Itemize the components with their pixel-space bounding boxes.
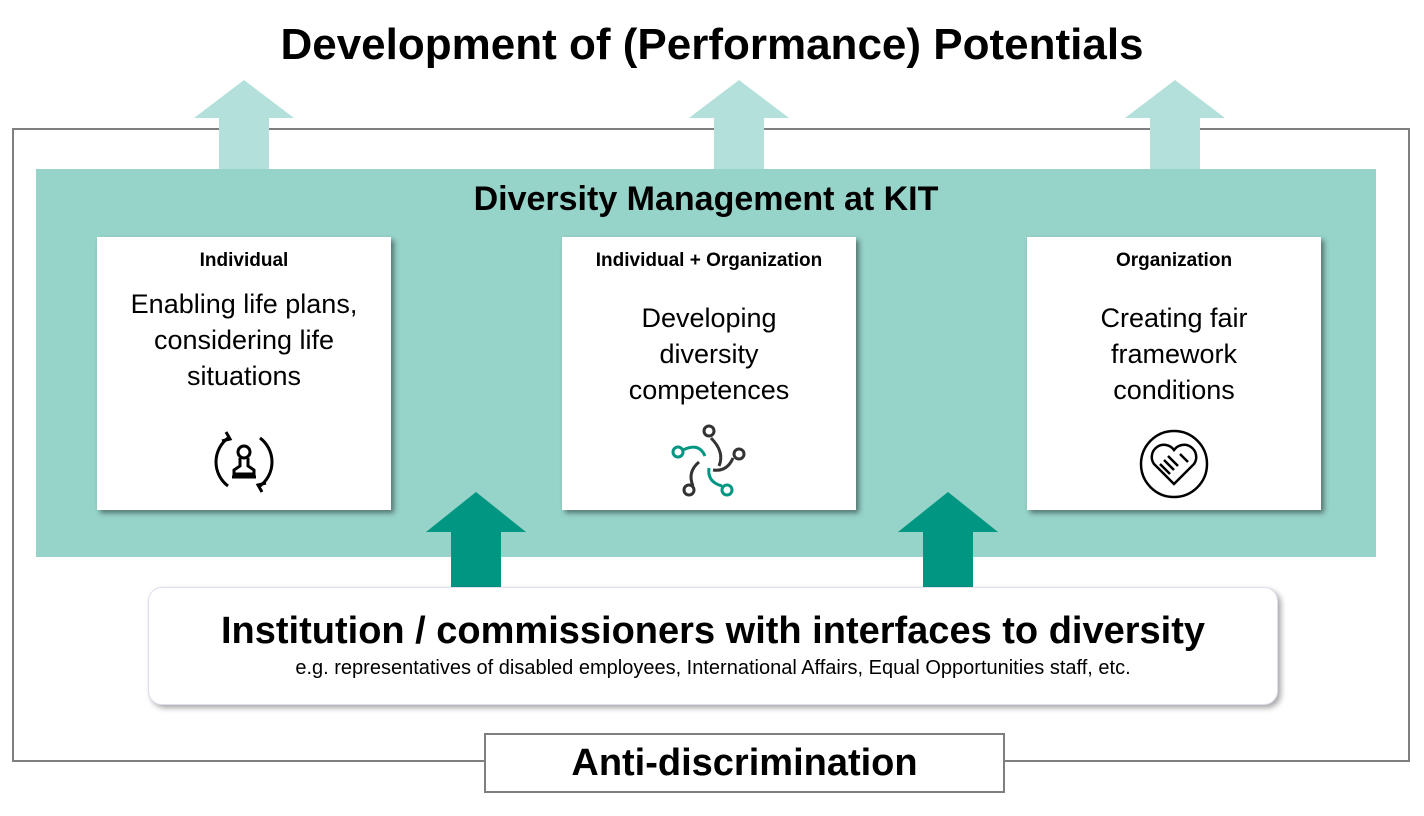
box-text: Developing diversity competences <box>628 303 790 405</box>
box-label: Organization <box>1115 250 1233 271</box>
box-individual-organization: Individual + Organization Developing div… <box>562 237 856 510</box>
bottom-arrow-left <box>426 492 526 588</box>
box-label: Individual + Organization <box>595 250 823 271</box>
box-label: Individual <box>199 250 289 271</box>
institution-title: Institution / commissioners with interfa… <box>221 610 1205 652</box>
institution-box: Institution / commissioners with interfa… <box>148 587 1278 705</box>
bottom-arrow-right <box>898 492 998 588</box>
top-arrow-left <box>194 80 294 170</box>
box-individual: Individual Enabling life plans, consider… <box>97 237 391 510</box>
anti-discrimination-label: Anti-discrimination <box>484 733 1005 793</box>
box-organization: Organization Creating fair framework con… <box>1027 237 1321 510</box>
box-text: Enabling life plans, considering life si… <box>130 289 358 391</box>
panel-title: Diversity Management at KIT <box>473 180 939 218</box>
people-network-icon <box>562 424 856 500</box>
box-text: Creating fair framework conditions <box>1100 303 1248 405</box>
person-cycle-icon <box>97 424 391 500</box>
top-arrow-center <box>689 80 789 170</box>
handshake-heart-icon <box>1027 424 1321 500</box>
diagram-title: Development of (Performance) Potentials <box>280 20 1144 69</box>
top-arrow-right <box>1125 80 1225 170</box>
institution-subtitle: e.g. representatives of disabled employe… <box>295 657 1131 679</box>
